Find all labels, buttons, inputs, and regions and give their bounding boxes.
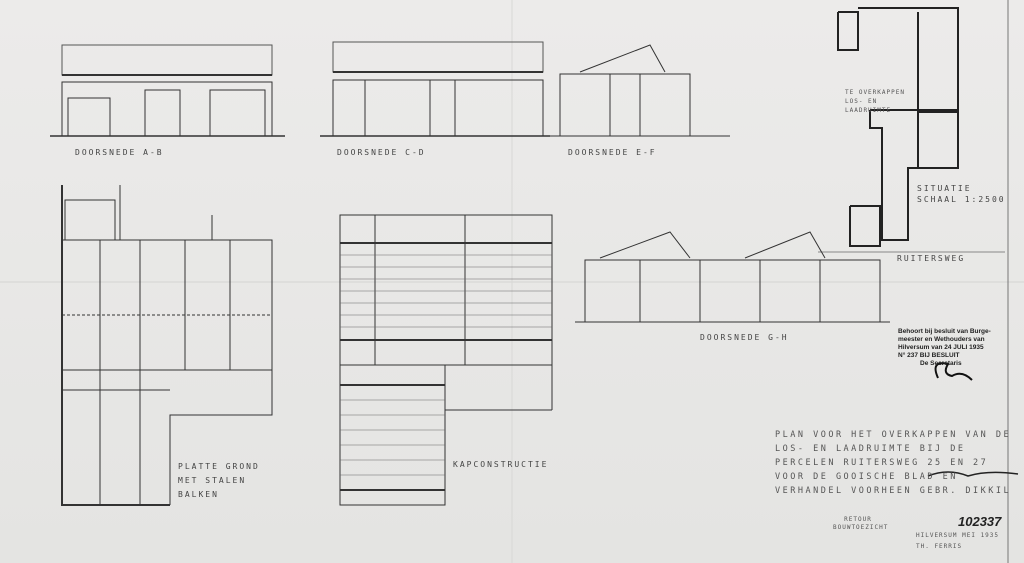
section-gh	[575, 231, 890, 323]
stamp-line: De Secretaris	[920, 360, 962, 367]
architect-signature	[927, 471, 1019, 477]
signature	[934, 362, 973, 381]
section-ef	[550, 44, 730, 137]
stamp-line: Hilversum van 24 JULI 1935	[898, 344, 984, 351]
label-section-cd: DOORSNEDE C-D	[337, 148, 426, 157]
stamp-line: Behoort bij besluit van Burge-	[898, 328, 991, 335]
label-section-ab: DOORSNEDE A-B	[75, 148, 164, 157]
street-name: RUITERSWEG	[897, 254, 966, 263]
roof-purlins	[340, 254, 552, 476]
place-date: HILVERSUM MEI 1935	[916, 532, 1000, 539]
label-section-gh: DOORSNEDE G-H	[700, 333, 789, 342]
retour-stamp: RETOUR BOUWTOEZICHT	[833, 516, 889, 531]
approval-stamp: Behoort bij besluit van Burge- meester e…	[898, 328, 1023, 368]
floor-plan	[61, 185, 273, 506]
stamp-line: N° 237 BIJ BESLUIT	[898, 352, 960, 359]
section-cd	[320, 41, 550, 137]
stamp-line: meester en Wethouders van	[898, 336, 985, 343]
author: TH. FERRIS	[916, 543, 963, 550]
label-roof-plan: KAPCONSTRUCTIE	[453, 460, 549, 469]
situation-scale: SCHAAL 1:2500	[917, 195, 1006, 204]
drawing-title: PLAN VOOR HET OVERKAPPEN VAN DE LOS- EN …	[775, 430, 1012, 496]
situation-title: SITUATIE	[917, 184, 972, 193]
situation-area-label: TE OVERKAPPEN LOS- EN LAADRUIMTE	[845, 89, 905, 114]
label-section-ef: DOORSNEDE E-F	[568, 148, 657, 157]
label-floor-plan: PLATTE GROND MET STALEN BALKEN	[178, 462, 260, 499]
situation-plan	[837, 7, 959, 247]
roof-plan	[339, 214, 553, 506]
section-ab	[50, 44, 285, 137]
archive-number: 102337	[958, 514, 1002, 529]
